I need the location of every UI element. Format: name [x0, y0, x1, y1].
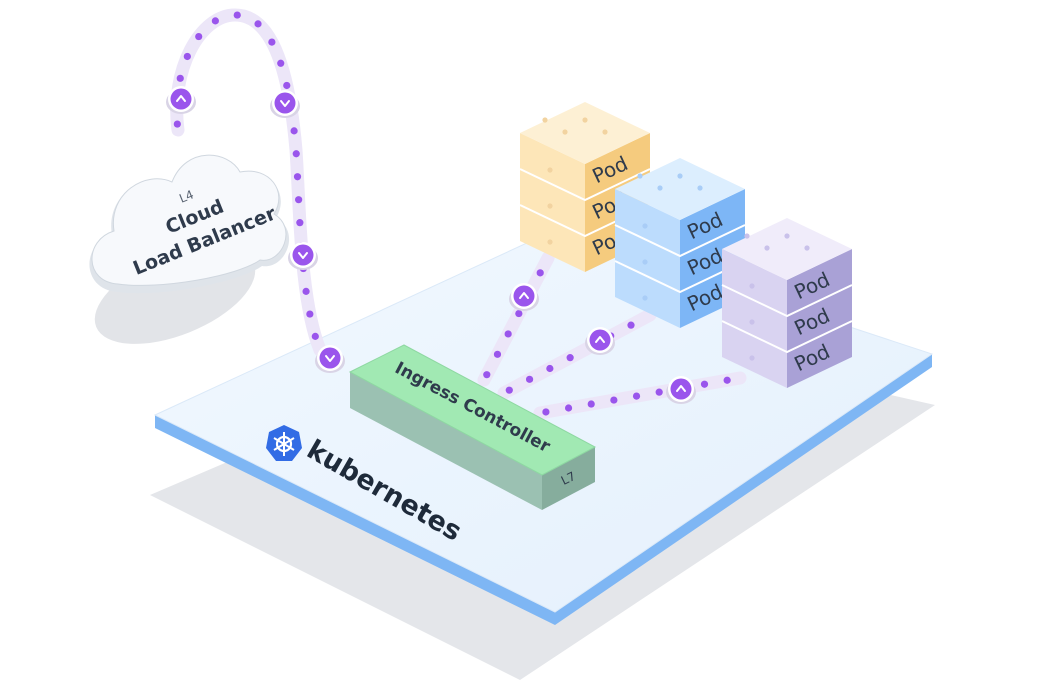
pod-surface-dot: [749, 355, 755, 361]
pod-surface-dot: [749, 283, 755, 289]
flow-dot: [536, 269, 544, 277]
flow-dot: [542, 408, 550, 416]
flow-dot: [173, 120, 181, 128]
pod-surface-dot: [547, 167, 553, 173]
chevron-down-icon: [288, 242, 318, 270]
flow-dot: [483, 371, 491, 379]
pod-surface-dot: [642, 259, 648, 265]
flow-dot: [176, 74, 184, 82]
flow-dot: [295, 196, 303, 204]
flow-dot: [211, 17, 219, 25]
chevron-up-icon: [509, 283, 539, 311]
flow-dot: [587, 400, 595, 408]
pod-surface-dot: [582, 117, 588, 123]
pod-stack-top-face: [520, 102, 650, 164]
cloud-tier-label: L4: [177, 187, 196, 205]
pod-surface-dot: [697, 185, 703, 191]
flow-dot: [311, 332, 319, 340]
flow-path-pod-orange: [477, 251, 555, 387]
chevron-down-icon: [270, 90, 300, 118]
flow-dot: [302, 287, 310, 295]
pod-divider: [614, 224, 746, 258]
pod-stack-top-face: [615, 158, 745, 220]
pod-stack-left-face: [722, 249, 787, 388]
pod-surface-dot: [562, 129, 568, 135]
pod-surface-dot: [642, 223, 648, 229]
flow-dot: [195, 32, 203, 41]
pod-stack-left-face: [520, 133, 585, 272]
pod-divider: [721, 284, 853, 318]
flow-dot: [566, 354, 574, 362]
flow-dot: [254, 20, 262, 28]
ingress-tier-label: L7: [559, 469, 578, 488]
flow-dot: [306, 310, 314, 318]
pod-divider: [519, 168, 651, 202]
kubernetes-wheel-icon: [266, 425, 302, 461]
pod-stack-left-face: [615, 189, 680, 328]
pod-surface-dot: [677, 173, 683, 179]
flow-dot: [292, 150, 300, 158]
flow-dot: [268, 38, 276, 46]
pod-surface-dot: [547, 203, 553, 209]
flow-dot: [525, 375, 534, 383]
chevron-down-icon: [315, 345, 345, 373]
flow-dot: [504, 330, 512, 338]
flow-dot: [564, 404, 573, 412]
flow-dot: [290, 127, 298, 135]
pod-surface-dot: [804, 245, 810, 251]
pod-surface-dot: [784, 233, 790, 239]
flow-dot: [627, 321, 635, 329]
flow-dot: [277, 59, 285, 67]
pod-surface-dot: [657, 185, 663, 191]
flow-dot: [632, 392, 641, 400]
chevron-up-icon: [166, 86, 196, 114]
flow-dot: [493, 350, 502, 358]
flow-dot: [515, 309, 523, 318]
pod-surface-dot: [602, 129, 608, 135]
flow-dot: [546, 364, 554, 373]
chevron-up-icon: [666, 376, 696, 404]
pod-divider: [721, 320, 853, 354]
pod-stack-top-face: [722, 218, 852, 280]
cloud-load-balancer: L4 Cloud Load Balancer: [89, 154, 290, 294]
ingress-controller: Ingress Controller L7: [348, 344, 597, 510]
pod-surface-dot: [749, 319, 755, 325]
pod-surface-dot: [637, 173, 643, 179]
flow-dot: [233, 11, 241, 19]
flow-dot: [293, 173, 302, 181]
flow-dot: [700, 380, 709, 388]
flow-dot: [505, 386, 513, 394]
flow-dot: [283, 81, 291, 90]
flow-dot: [296, 219, 304, 227]
flow-badges: [166, 86, 696, 404]
pod-surface-dot: [744, 233, 750, 239]
flow-dot: [610, 396, 618, 404]
flow-dot: [723, 376, 731, 384]
pod-surface-dot: [547, 239, 553, 245]
pod-surface-dot: [642, 295, 648, 301]
chevron-up-icon: [585, 327, 615, 355]
pod-stack-right-face: [787, 249, 852, 388]
pod-surface-dot: [542, 117, 548, 123]
flow-dot: [655, 388, 663, 396]
pod-surface-dot: [764, 245, 770, 251]
flow-dot: [183, 52, 191, 61]
